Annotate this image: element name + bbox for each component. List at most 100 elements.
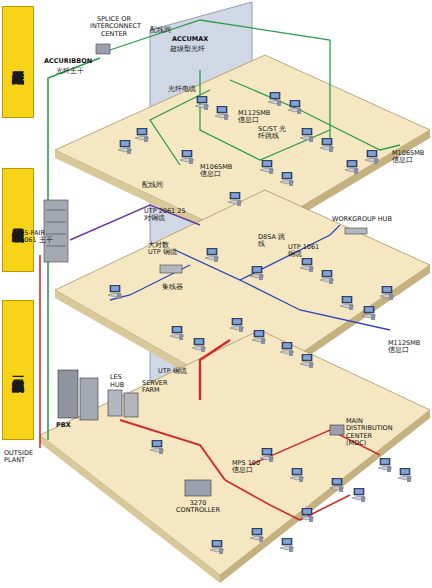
pbx-cabinet — [80, 378, 98, 420]
workstation — [345, 160, 359, 174]
rack-line — [46, 234, 66, 235]
copper-backbone — [70, 205, 200, 240]
floor-label-box: 第二层铜缆区域布线 — [2, 168, 34, 272]
server-tower — [108, 390, 122, 416]
utp-cable — [120, 420, 225, 480]
workstation — [228, 192, 242, 206]
callout-label: OUTSIDE PLANT — [4, 450, 34, 465]
workstation — [300, 128, 314, 142]
workstation — [320, 270, 334, 284]
workstation — [108, 285, 122, 299]
workstation — [230, 318, 244, 332]
controller-box — [185, 480, 211, 496]
floor-edge — [40, 435, 220, 583]
callout-label: M112SMB 信息口 — [388, 340, 422, 355]
workstation — [300, 508, 314, 522]
workstation — [280, 172, 294, 186]
callout-label: MAIN DISTRIBUTION CENTER (MDC) — [346, 418, 390, 448]
callout-label: UTP 1061 铜缆 — [288, 244, 322, 259]
callout-label: 光纤电缆 — [168, 86, 196, 93]
workstation — [118, 140, 132, 154]
hub-device — [345, 228, 367, 234]
callout-label: 3270 CONTROLLER — [176, 500, 220, 515]
callout-label: M112SMB 信息口 — [238, 110, 272, 125]
splice-box — [96, 44, 110, 54]
workstation — [260, 160, 274, 174]
workstation — [260, 448, 274, 462]
utp-cable — [225, 480, 350, 520]
workstation — [195, 96, 209, 110]
workstation — [300, 354, 314, 368]
callout-label: SC/ST 光纤跳线 — [258, 126, 292, 141]
callout-label: SPLICE OR INTERCONNECT CENTER — [90, 16, 138, 38]
callout-label: 超级型光纤 — [170, 46, 205, 53]
workstation — [300, 258, 314, 272]
equipment-rack — [44, 200, 68, 262]
callout-label: UTP 2061 25 对铜缆 — [144, 208, 186, 223]
callout-label: WORKGROUP HUB — [332, 216, 392, 223]
workstation — [135, 128, 149, 142]
callout-label: LES — [110, 374, 122, 381]
workstation — [205, 248, 219, 262]
workstation — [252, 330, 266, 344]
callout-label: MPS 100 信息口 — [232, 460, 268, 475]
workstation — [268, 92, 282, 106]
workstation — [362, 306, 376, 320]
workstation — [290, 468, 304, 482]
utp-cable — [110, 265, 190, 300]
pbx-cabinet — [58, 370, 78, 418]
floor-edge — [220, 410, 430, 583]
workstation — [250, 528, 264, 542]
floor-slab — [40, 330, 430, 575]
workstation — [210, 540, 224, 554]
callout-label: PBX — [56, 422, 71, 429]
workstation — [280, 342, 294, 356]
callout-label: 配线间 — [142, 182, 163, 189]
workstation — [170, 326, 184, 340]
workstation — [150, 440, 164, 454]
workstation — [180, 150, 194, 164]
distribution-box — [330, 425, 344, 435]
hub-device — [160, 265, 182, 273]
fiber-cable — [150, 90, 210, 165]
server-tower — [124, 393, 138, 417]
utp-cable — [175, 225, 340, 280]
workstation — [320, 138, 334, 152]
callout-label: ACCURIBBON — [44, 58, 92, 65]
callout-label: UTP 铜缆 — [158, 368, 188, 375]
callout-label: 配线间 — [150, 27, 171, 34]
fiber-cable — [110, 20, 330, 150]
workstation — [280, 538, 294, 552]
callout-label: 集线器 — [162, 284, 183, 291]
copper-riser — [39, 255, 41, 448]
workstation — [215, 106, 229, 120]
callout-label: M106SMB 信息口 — [392, 150, 426, 165]
rack-line — [46, 222, 66, 223]
workstation — [288, 100, 302, 114]
rack-line — [46, 246, 66, 247]
callout-label: 大对数 UTP 铜缆 — [148, 242, 182, 257]
workstation — [365, 150, 379, 164]
workstation — [398, 468, 412, 482]
floor-label-box: 第三层光纤区域布线 — [2, 6, 34, 118]
callout-label: 25-PAIR 1061 主干 — [20, 230, 56, 245]
workstation — [380, 286, 394, 300]
callout-label: ACCUMAX — [172, 36, 208, 43]
floor-label-box: 第一层典型结构化布线系统 — [2, 300, 34, 440]
callout-label: SERVER FARM — [142, 380, 172, 395]
utp-cable — [240, 280, 390, 330]
callout-label: 光纤主干 — [56, 68, 84, 75]
rack-line — [46, 210, 66, 211]
workstation — [352, 488, 366, 502]
fiber-cable — [230, 80, 400, 150]
callout-label: M106SMB 信息口 — [200, 164, 234, 179]
workstation — [340, 296, 354, 310]
workstation — [192, 338, 206, 352]
workstation — [330, 478, 344, 492]
callout-label: D8SA 跳线 — [258, 234, 286, 249]
workstation — [378, 458, 392, 472]
workstation — [250, 266, 264, 280]
callout-label: HUB — [110, 382, 124, 389]
